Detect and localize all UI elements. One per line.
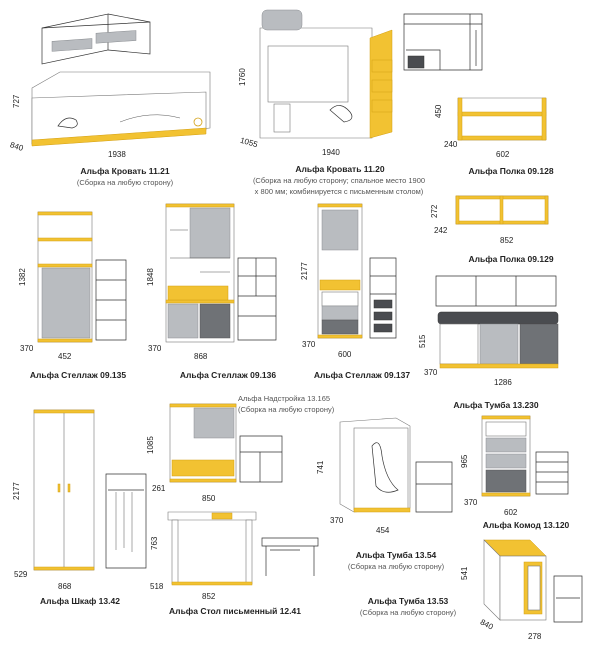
bed-11-21-width: 1938	[108, 150, 126, 159]
stand-13-54-title: Альфа Тумба 13.54	[355, 550, 437, 560]
rack-09-136-width: 868	[194, 352, 208, 361]
addon-13-165-title: Альфа Надстройка 13.165	[238, 394, 331, 403]
bed-11-20-note-2: х 800 мм; комбинируется с письменным сто…	[254, 187, 424, 196]
wardrobe-13-42-width: 868	[58, 582, 72, 591]
stand-13-53-height: 541	[460, 566, 469, 580]
shelf-09-129-depth: 242	[434, 226, 448, 235]
rack-09-137-title: Альфа Стеллаж 09.137	[313, 370, 411, 380]
dresser-13-120-depth: 370	[464, 498, 478, 507]
shelf-09-129-title: Альфа Полка 09.129	[468, 254, 554, 264]
stand-13-230-width: 1286	[494, 378, 512, 387]
rack-09-135-title: Альфа Стеллаж 09.135	[29, 370, 127, 380]
stand-13-53-note: (Сборка на любую сторону)	[359, 608, 457, 617]
rack-09-136-depth: 370	[148, 344, 162, 353]
addon-13-165-depth: 261	[152, 484, 166, 493]
dresser-13-120-title: Альфа Комод 13.120	[482, 520, 570, 530]
bed-11-21-title: Альфа Кровать 11.21	[80, 166, 170, 176]
rack-09-135-depth: 370	[20, 344, 34, 353]
rack-09-135-width: 452	[58, 352, 72, 361]
stand-13-54-note: (Сборка на любую сторону)	[347, 562, 445, 571]
dresser-13-120-width: 602	[504, 508, 518, 517]
rack-09-137-depth: 370	[302, 340, 316, 349]
addon-13-165-width: 850	[202, 494, 216, 503]
stand-13-54-width: 454	[376, 526, 390, 535]
wardrobe-13-42-depth: 529	[14, 570, 28, 579]
bed-11-20-title: Альфа Кровать 11.20	[295, 164, 385, 174]
wardrobe-13-42-title: Альфа Шкаф 13.42	[40, 596, 120, 606]
stand-13-53-title: Альфа Тумба 13.53	[367, 596, 449, 606]
addon-13-165-note: (Сборка на любую сторону)	[238, 405, 335, 414]
shelf-09-128-depth: 240	[444, 140, 458, 149]
desk-12-41-title: Альфа Стол письменный 12.41	[169, 606, 301, 616]
stand-13-54-depth: 370	[330, 516, 344, 525]
stand-13-53-width: 278	[528, 632, 542, 641]
bed-11-20-width: 1940	[322, 148, 340, 157]
shelf-09-129-width: 852	[500, 236, 514, 245]
bed-11-21-note: (Сборка на любую сторону)	[76, 178, 174, 187]
bed-11-20-note-1: (Сборка на любую сторону; спальное место…	[252, 176, 426, 185]
rack-09-136-title: Альфа Стеллаж 09.136	[179, 370, 277, 380]
desk-12-41-depth: 518	[150, 582, 164, 591]
shelf-09-128-title: Альфа Полка 09.128	[468, 166, 554, 176]
desk-12-41-width: 852	[202, 592, 216, 601]
stand-13-230-depth: 370	[424, 368, 438, 377]
rack-09-137-width: 600	[338, 350, 352, 359]
stand-13-230-title: Альфа Тумба 13.230	[453, 400, 539, 410]
shelf-09-128-width: 602	[496, 150, 510, 159]
